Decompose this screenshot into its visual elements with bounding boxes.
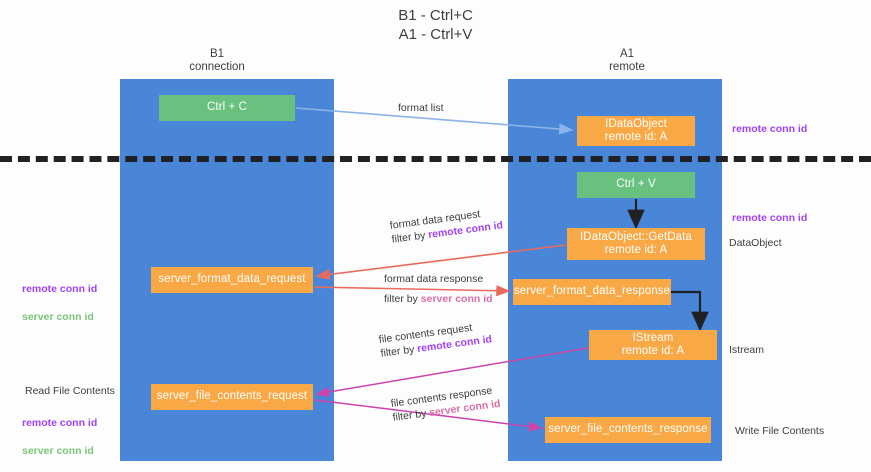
node-idataobject[interactable]: IDataObject remote id: A — [577, 116, 695, 146]
diagram-title: B1 - Ctrl+C A1 - Ctrl+V — [398, 7, 473, 43]
filter-key-server-conn-id: server conn id — [420, 293, 493, 305]
phase-divider — [0, 156, 871, 162]
legend-remote-conn-id: remote conn id — [22, 417, 98, 429]
node-server-file-contents-response[interactable]: server_file_contents_response — [545, 417, 711, 443]
filter-prefix: filter by — [379, 343, 418, 360]
node-server-format-data-response[interactable]: server_format_data_response — [513, 279, 671, 305]
legend-conn-ids-bottom: remote conn id server conn id — [22, 402, 97, 472]
node-server-file-contents-request[interactable]: server_file_contents_request — [151, 384, 313, 410]
label-format-data-response: format data response filter by server co… — [384, 272, 493, 306]
legend-conn-ids-top: remote conn id server conn id — [22, 268, 97, 338]
legend-server-conn-id: server conn id — [22, 445, 94, 457]
node-idataobject-getdata[interactable]: IDataObject::GetData remote id: A — [567, 228, 705, 260]
node-istream[interactable]: IStream remote id: A — [589, 330, 717, 360]
filter-prefix: filter by — [384, 293, 421, 305]
label-line-filter: filter by server conn id — [384, 292, 493, 306]
node-ctrl-v[interactable]: Ctrl + V — [577, 172, 695, 198]
node-server-format-data-request[interactable]: server_format_data_request — [151, 267, 313, 293]
annotation-remote-conn-id-mid: remote conn id — [732, 212, 808, 224]
filter-prefix: filter by — [390, 229, 429, 246]
annotation-write-file-contents: Write File Contents — [735, 425, 825, 437]
legend-remote-conn-id: remote conn id — [22, 283, 98, 295]
filter-prefix: filter by — [391, 407, 430, 424]
column-header-a1: A1 remote — [609, 48, 645, 73]
label-file-contents-request: file contents request filter by remote c… — [378, 318, 493, 360]
label-format-list: format list — [398, 102, 444, 114]
label-file-contents-response: file contents response filter by server … — [390, 383, 501, 425]
node-ctrl-c[interactable]: Ctrl + C — [159, 95, 295, 121]
legend-server-conn-id: server conn id — [22, 311, 94, 323]
annotation-dataobject: DataObject — [729, 237, 782, 249]
annotation-istream: Istream — [729, 344, 765, 356]
annotation-remote-conn-id-top: remote conn id — [732, 123, 808, 135]
label-format-data-request: format data request filter by remote con… — [389, 204, 504, 246]
annotation-read-file-contents: Read File Contents — [25, 385, 115, 397]
column-header-b1: B1 connection — [189, 48, 245, 73]
label-line-primary: format data response — [384, 273, 484, 285]
